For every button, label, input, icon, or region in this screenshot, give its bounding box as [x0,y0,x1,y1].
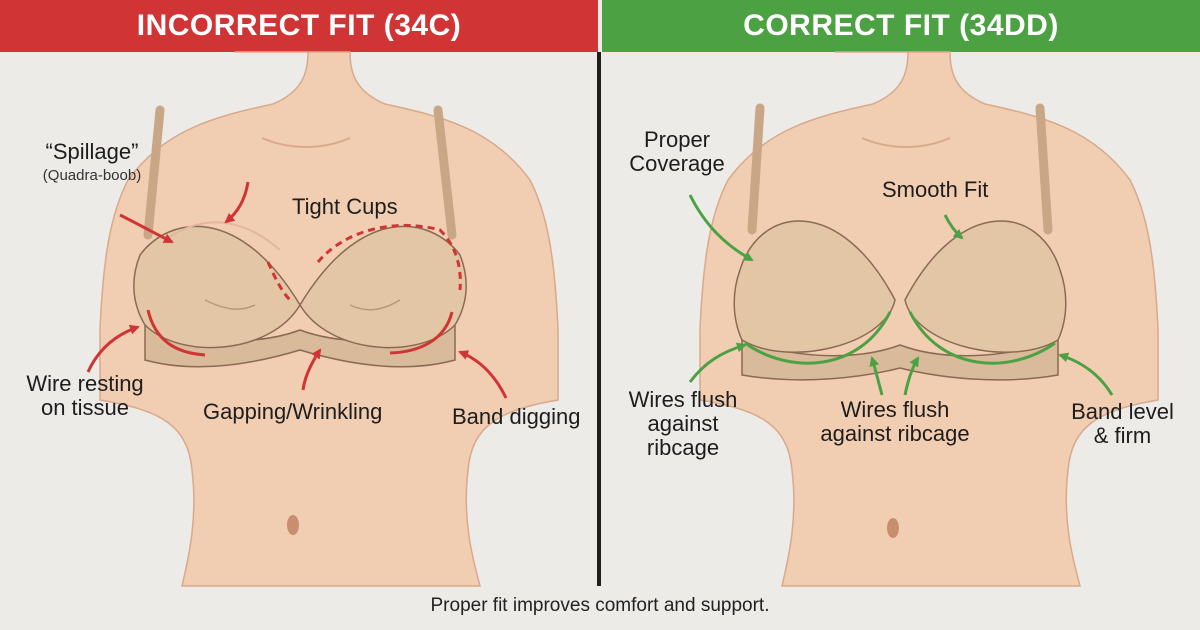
smooth-fit-label: Smooth Fit [882,177,989,202]
left-bra-band [144,323,456,368]
tight-cups-label: Tight Cups [292,194,398,219]
incorrect-fit-title: INCORRECT FIT (34C) [136,9,462,42]
band-digging-label: Band digging [452,404,581,429]
correct-fit-title: CORRECT FIT (34DD) [743,9,1059,42]
correct-fit-banner: CORRECT FIT (34DD) [602,0,1200,52]
panel-divider [597,52,601,586]
incorrect-fit-banner: INCORRECT FIT (34C) [0,0,598,52]
right-navel [887,518,899,538]
left-navel [287,515,299,535]
right-cup-r [904,220,1067,353]
left-bra-strap-l [143,105,165,240]
right-cup-l [733,220,896,353]
left-cup-l [133,225,301,349]
gapping-label: Gapping/Wrinkling [203,399,383,424]
footer-caption: Proper fit improves comfort and support. [430,595,770,616]
right-torso [688,51,1159,587]
right-bra-strap-r [1035,103,1053,235]
right-bra-band [741,338,1059,381]
left-bra-strap-r [433,105,457,240]
left-torso [86,51,559,587]
spillage-label: “Spillage” (Quadra-boob) [42,139,142,185]
wire-resting-label: Wire resting on tissue [26,371,144,420]
right-bra-strap-l [747,103,765,235]
wires-flush-left-label: Wires flush against ribcage [628,387,738,460]
band-level-label: Band level & firm [1071,399,1174,448]
proper-coverage-label: Proper Coverage [629,127,725,176]
wires-flush-center-label: Wires flush against ribcage [820,397,970,446]
